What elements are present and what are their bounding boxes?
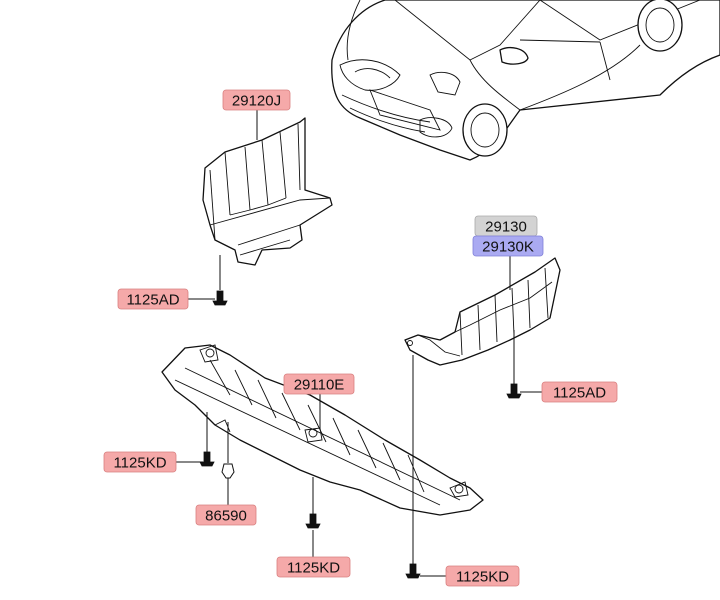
label-29120J-text: 29120J [232, 93, 281, 110]
label-1125KD-left-text: 1125KD [113, 455, 166, 472]
label-1125AD-right-text: 1125AD [553, 385, 606, 402]
label-1125KD-right[interactable]: 1125KD [445, 565, 520, 587]
fasteners [199, 290, 522, 579]
bolt-1125AD-right [506, 383, 522, 399]
label-1125KD-mid-text: 1125KD [287, 560, 340, 577]
label-1125AD-right[interactable]: 1125AD [541, 381, 618, 403]
bolt-1125KD-right [405, 563, 421, 579]
part-29120J-shape [202, 117, 333, 266]
label-86590-text: 86590 [205, 508, 247, 525]
label-29110E-text: 29110E [294, 377, 345, 394]
label-29130K[interactable]: 29130K [472, 235, 544, 257]
label-1125AD-left-text: 1125AD [126, 292, 179, 309]
bolt-1125KD-left [199, 451, 215, 467]
part-29110E-shape [161, 344, 484, 516]
car-illustration [331, 0, 720, 161]
label-29110E[interactable]: 29110E [283, 373, 355, 395]
label-29130[interactable]: 29130 [474, 215, 538, 237]
leader-lines [176, 110, 542, 577]
label-29120J[interactable]: 29120J [222, 89, 291, 111]
label-86590[interactable]: 86590 [195, 504, 257, 526]
label-1125KD-left[interactable]: 1125KD [103, 451, 177, 473]
label-29130K-text: 29130K [482, 239, 534, 256]
clip-86590 [221, 463, 235, 479]
label-29130-text: 29130 [485, 219, 527, 236]
bolt-1125KD-mid [305, 513, 321, 529]
label-1125KD-right-text: 1125KD [456, 569, 509, 586]
label-1125KD-mid[interactable]: 1125KD [276, 556, 351, 578]
label-1125AD-left[interactable]: 1125AD [117, 288, 189, 310]
bolt-1125AD-left [212, 290, 228, 306]
part-29130-shape [404, 257, 561, 366]
